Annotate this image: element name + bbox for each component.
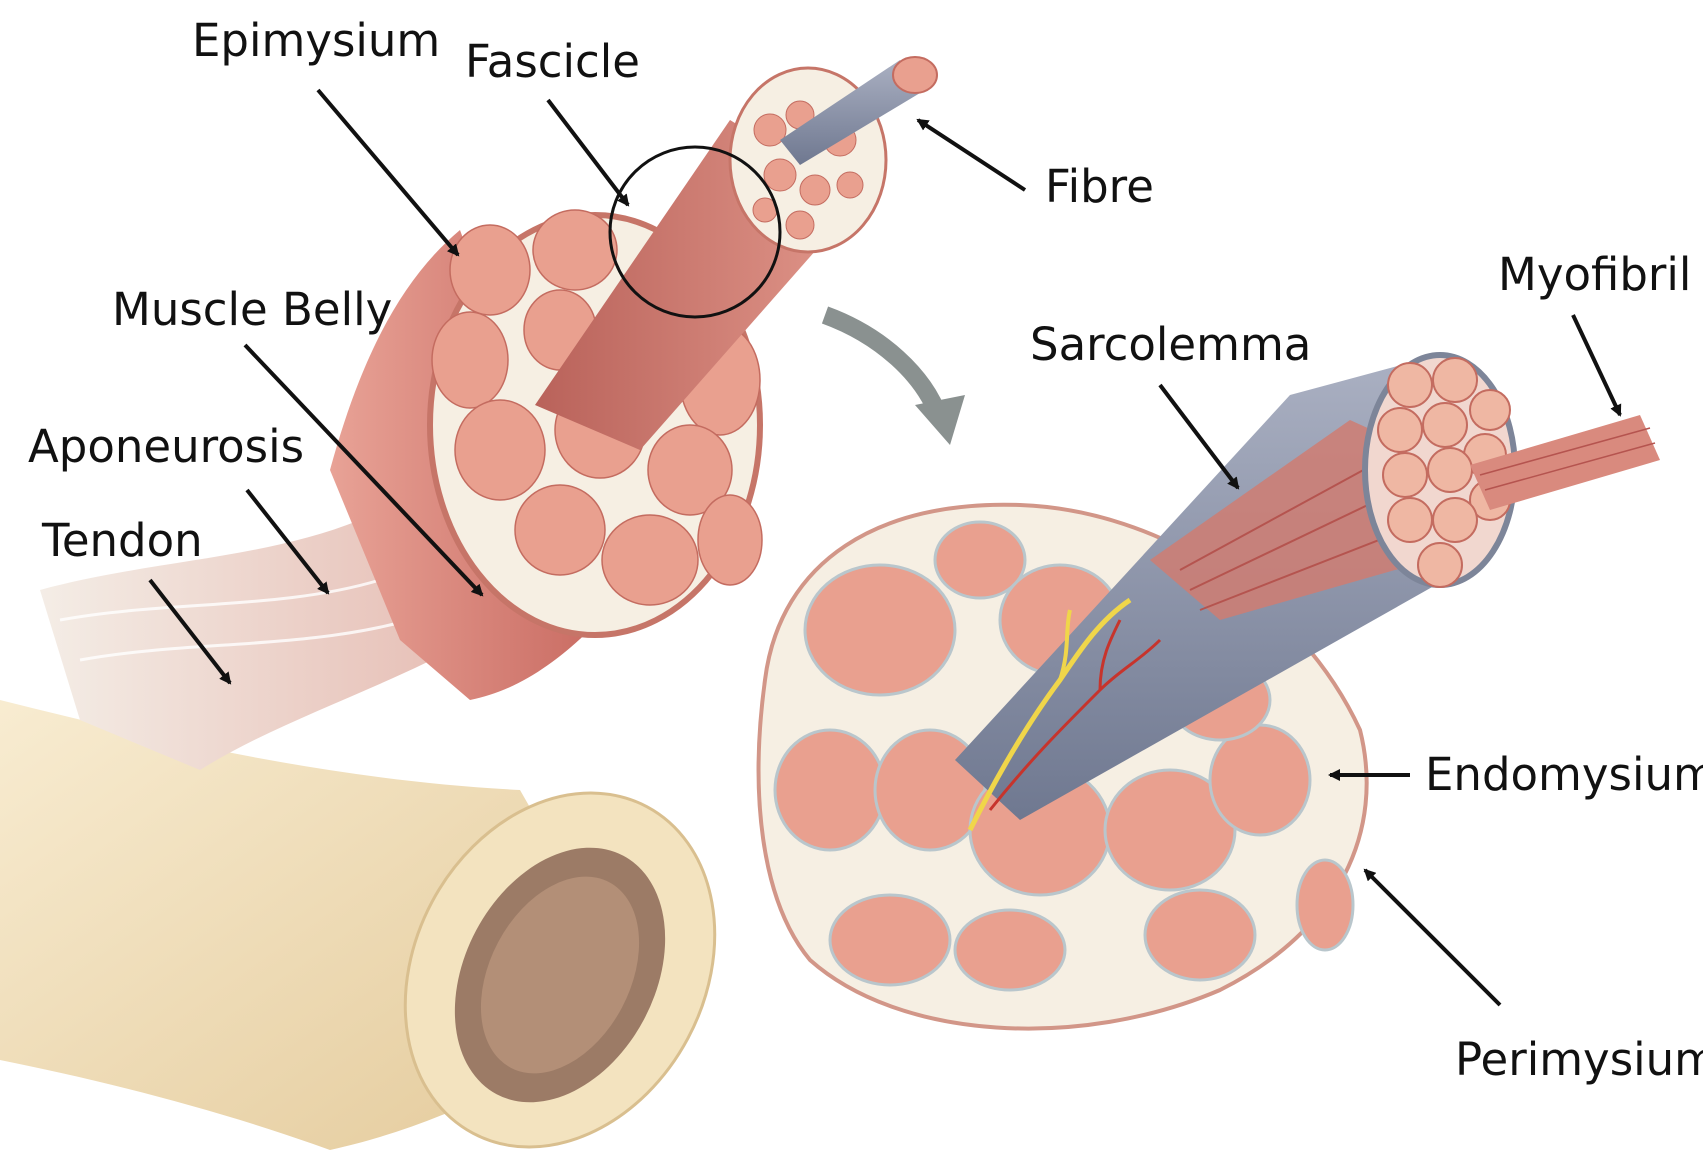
label-tendon: Tendon xyxy=(41,514,203,567)
label-perimysium: Perimysium xyxy=(1455,1033,1703,1086)
label-aponeurosis: Aponeurosis xyxy=(28,420,304,473)
perimysium-arrow xyxy=(1365,870,1500,1005)
label-muscle-belly: Muscle Belly xyxy=(112,283,392,336)
bone xyxy=(0,700,775,1170)
label-endomysium: Endomysium xyxy=(1425,748,1703,801)
label-epimysium: Epimysium xyxy=(192,14,440,67)
label-fibre: Fibre xyxy=(1045,160,1154,213)
myofibril-arrow xyxy=(1573,315,1620,415)
label-sarcolemma: Sarcolemma xyxy=(1030,318,1311,371)
epimysium-arrow xyxy=(318,90,458,255)
fibre-arrow xyxy=(918,120,1025,190)
label-fascicle: Fascicle xyxy=(465,35,640,88)
label-myofibril: Myofibril xyxy=(1498,248,1691,301)
fascicle-arrow xyxy=(548,100,628,205)
sarcolemma-arrow xyxy=(1160,385,1238,488)
